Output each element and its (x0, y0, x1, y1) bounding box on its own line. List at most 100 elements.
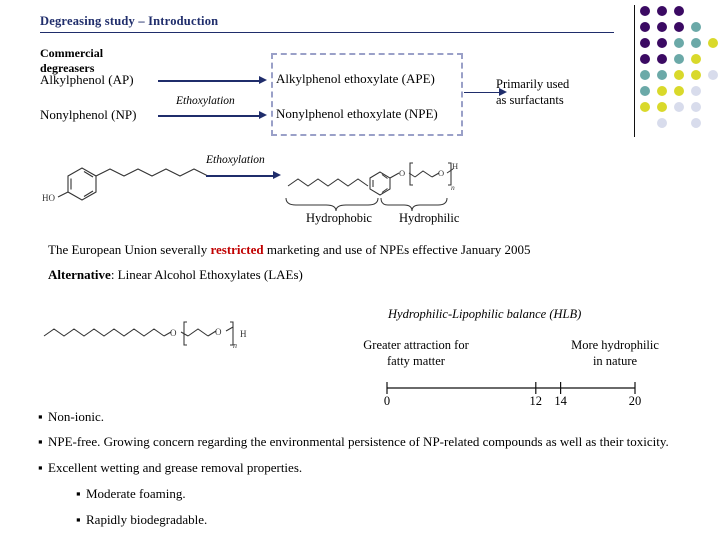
reaction-label-ethoxylation-flow: Ethoxylation (176, 95, 235, 107)
arrow-to-usage (464, 92, 502, 94)
lae-n-subscript: n (233, 341, 237, 350)
hlb-title: Hydrophilic-Lipophilic balance (HLB) (388, 307, 582, 321)
bullet-text: Rapidly biodegradable. (86, 512, 208, 527)
decorative-dot (657, 86, 667, 96)
products-dashed-box (271, 53, 463, 136)
lae-o-atom-2: O (215, 327, 222, 337)
o-atom-1: O (399, 168, 405, 178)
eu-line-part2: marketing and use of NPEs effective Janu… (263, 242, 531, 257)
hlb-number-line (386, 382, 636, 394)
decorative-dot (657, 118, 667, 128)
arrow-ap-to-ape (158, 80, 262, 82)
list-item: ▪ Rapidly biodegradable. (76, 512, 207, 528)
decorative-dot (657, 70, 667, 80)
decorative-dot (640, 54, 650, 64)
decorative-dot (691, 38, 701, 48)
list-item: ▪ Moderate foaming. (76, 486, 186, 502)
hlb-left-caption: Greater attraction for fatty matter (336, 337, 496, 369)
arrow-to-usage-head (499, 88, 507, 96)
commercial-degreasers-label: Commercial degreasers (40, 46, 104, 75)
bullet-marker: ▪ (76, 486, 81, 501)
list-item: ▪ Non-ionic. (38, 409, 104, 425)
decorative-dot (640, 22, 650, 32)
decorative-dot (674, 22, 684, 32)
decorative-dot (657, 6, 667, 16)
decorative-dot (674, 38, 684, 48)
eu-line-part1: The European Union severally (48, 242, 211, 257)
bullet-text: Moderate foaming. (86, 486, 186, 501)
decorative-dot (640, 102, 650, 112)
arrow-np-to-npe (158, 115, 262, 117)
bullet-marker: ▪ (38, 409, 43, 424)
decorative-dot (657, 54, 667, 64)
hlb-right-caption-line1: More hydrophilic (571, 338, 659, 352)
hlb-tick-label: 0 (383, 394, 391, 408)
hlb-tick-labels: 0 12 14 20 (360, 394, 660, 412)
alternative-line: Alternative: Linear Alcohol Ethoxylates … (48, 267, 303, 283)
bullet-text: NPE-free. Growing concern regarding the … (48, 434, 669, 449)
title-divider (40, 32, 614, 33)
lae-o-atom-1: O (170, 328, 177, 338)
hlb-tick-label: 20 (628, 394, 642, 408)
label-hydrophobic: Hydrophobic (306, 211, 372, 225)
bullet-text: Excellent wetting and grease removal pro… (48, 460, 303, 475)
hlb-tick-label: 12 (529, 394, 543, 408)
page-title: Degreasing study – Introduction (40, 14, 219, 28)
npe-structure-diagram: O O H n (285, 161, 458, 212)
decorative-dot (640, 70, 650, 80)
reaction-label-ethoxylation-structure: Ethoxylation (206, 154, 265, 166)
usage-note-line2: as surfactants (496, 93, 564, 107)
n-subscript: n (451, 183, 455, 192)
bullet-marker: ▪ (76, 512, 81, 527)
arrow-ethoxylation-structure (206, 175, 276, 177)
bullet-text: Non-ionic. (48, 409, 104, 424)
lae-h-atom: H (240, 329, 247, 339)
arrow-np-to-npe-head (259, 111, 267, 119)
usage-note: Primarily used as surfactants (496, 76, 606, 108)
label-hydrophilic: Hydrophilic (399, 211, 460, 225)
decorative-dot (640, 38, 650, 48)
ho-label: HO (42, 193, 55, 203)
decorative-dot (674, 54, 684, 64)
decorative-dot (691, 102, 701, 112)
decorative-dot (674, 70, 684, 80)
decorative-dot (657, 102, 667, 112)
decorative-dot (691, 86, 701, 96)
decorative-dot (691, 70, 701, 80)
list-item: ▪ Excellent wetting and grease removal pr… (38, 460, 302, 476)
decoration-vertical-rule (634, 5, 636, 137)
alternative-rest: : Linear Alcohol Ethoxylates (LAEs) (110, 267, 303, 282)
h-atom: H (452, 161, 458, 171)
eu-line-restricted: restricted (210, 242, 264, 257)
decorative-dot (674, 86, 684, 96)
decorative-dot (640, 86, 650, 96)
bullet-marker: ▪ (38, 434, 43, 449)
flow-product-npe: Nonylphenol ethoxylate (NPE) (276, 106, 438, 121)
arrow-ethoxylation-structure-head (273, 171, 281, 179)
hlb-left-caption-line2: fatty matter (387, 354, 445, 368)
hlb-tick-label: 14 (554, 394, 567, 408)
eu-restriction-line: The European Union severally restricted … (48, 242, 531, 258)
alternative-strong: Alternative (48, 267, 111, 282)
decorative-dot (657, 22, 667, 32)
hlb-right-caption-line2: in nature (592, 354, 638, 368)
decorative-dot (674, 6, 684, 16)
hlb-left-caption-line1: Greater attraction for (363, 338, 469, 352)
flow-source-alkylphenol: Alkylphenol (AP) (40, 72, 134, 87)
flow-source-nonylphenol: Nonylphenol (NP) (40, 107, 137, 122)
nonylphenol-structure-diagram: HO (42, 167, 209, 203)
decorative-dot (640, 6, 650, 16)
arrow-ap-to-ape-head (259, 76, 267, 84)
decorative-dot (708, 70, 718, 80)
hlb-right-caption: More hydrophilic in nature (540, 337, 690, 369)
bullet-marker: ▪ (38, 460, 43, 475)
decorative-dot-grid (640, 6, 728, 138)
decorative-dot (657, 38, 667, 48)
decorative-dot (691, 118, 701, 128)
o-atom-2: O (438, 168, 444, 178)
decorative-dot (708, 38, 718, 48)
lae-structure-diagram: O O n H (43, 321, 247, 350)
flow-product-ape: Alkylphenol ethoxylate (APE) (276, 71, 435, 86)
list-item: ▪ NPE-free. Growing concern regarding the… (38, 434, 669, 450)
usage-note-line1: Primarily used (496, 77, 570, 91)
